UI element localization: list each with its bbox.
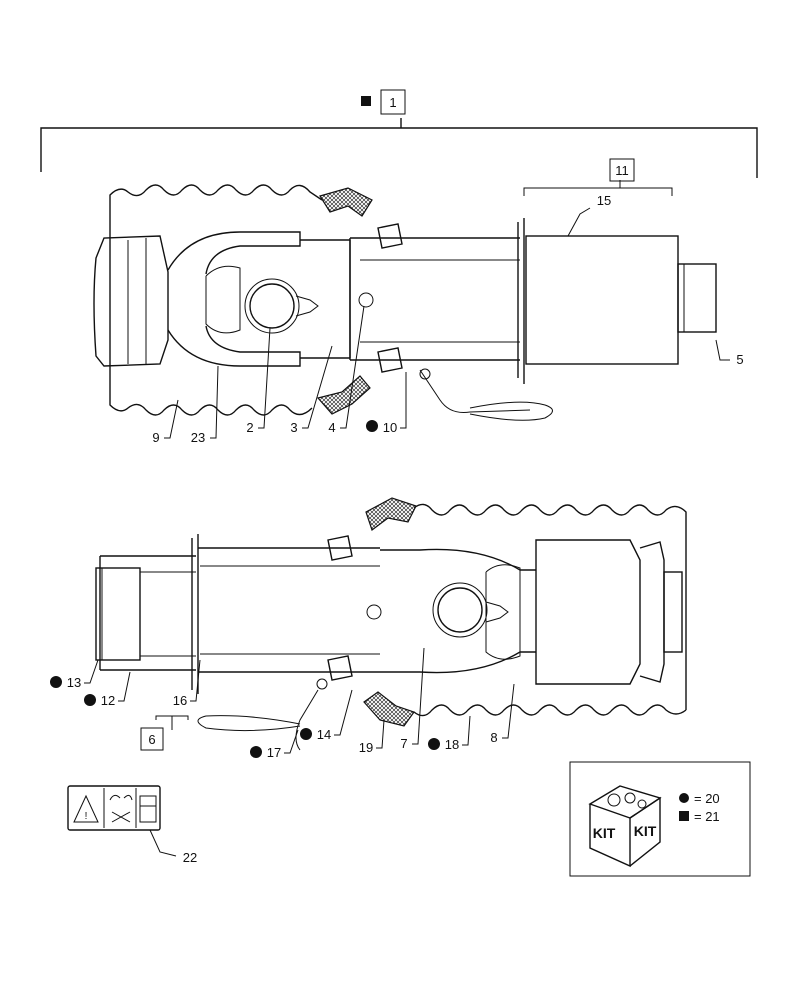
lower-tube-pin-hole <box>366 604 382 620</box>
yoke-body <box>167 231 351 367</box>
assembly-bracket: 1 <box>40 89 758 178</box>
circle-marker-14 <box>300 728 312 740</box>
shield-guard-icon <box>139 795 157 823</box>
outer-tube <box>525 235 679 365</box>
lower-bearing-ring-top <box>327 535 353 561</box>
callout-17: 17 <box>267 745 281 760</box>
callout-13: 13 <box>67 675 81 690</box>
guard-cone-bottom <box>316 375 371 415</box>
grease-fitting <box>295 295 319 317</box>
callout-6: 6 <box>148 732 155 747</box>
upper-guard-outline <box>109 184 323 416</box>
circle-marker-10 <box>366 420 378 432</box>
lower-yoke-body <box>380 548 536 674</box>
callout-box-11[interactable] <box>609 158 635 182</box>
inner-tube <box>349 237 520 361</box>
svg-text:!: ! <box>85 811 88 822</box>
upper-callouts: 5 9 23 2 3 4 10 <box>152 305 744 445</box>
legend-square-marker <box>679 811 689 821</box>
bearing-ring-bottom <box>377 347 403 373</box>
circle-marker-18 <box>428 738 440 750</box>
callout-3: 3 <box>290 420 297 435</box>
cross-bearing <box>249 283 295 329</box>
legend-circle-marker <box>679 793 689 803</box>
callout-16: 16 <box>173 693 187 708</box>
callout-8: 8 <box>490 730 497 745</box>
kit-legend-box <box>569 761 751 877</box>
kit-box-top <box>588 785 662 819</box>
callout-14: 14 <box>317 727 331 742</box>
item-11-bracket: 11 15 <box>523 158 673 237</box>
lower-callouts: 13 12 16 6 17 14 19 7 18 8 <box>50 647 515 760</box>
legend-square-text: = 21 <box>694 809 720 824</box>
upper-driveline-half <box>93 184 717 421</box>
tube-pin-hole <box>358 292 374 308</box>
lower-cross-bearing <box>437 587 483 633</box>
lower-driveline-half <box>95 497 687 727</box>
lower-grease-fitting <box>485 601 509 623</box>
callout-19: 19 <box>359 740 373 755</box>
callout-15: 15 <box>597 193 611 208</box>
lower-yoke-cap <box>535 539 641 685</box>
warning-decal: ! 22 <box>67 785 197 865</box>
lower-inner-tube <box>99 555 196 671</box>
lower-guard-cone-top <box>365 497 417 531</box>
safety-chain <box>419 369 531 413</box>
callout-box-1[interactable] <box>380 89 406 115</box>
callout-1: 1 <box>389 95 396 110</box>
square-marker <box>361 96 371 106</box>
bearing-ring-top <box>377 223 403 249</box>
callout-2: 2 <box>246 420 253 435</box>
callout-12: 12 <box>101 693 115 708</box>
guard-cone-top <box>319 187 373 217</box>
kit-label-left: KIT <box>593 825 616 841</box>
callout-23: 23 <box>191 430 205 445</box>
callout-22: 22 <box>183 850 197 865</box>
circle-marker-17 <box>250 746 262 758</box>
callout-5: 5 <box>736 352 743 367</box>
lower-guard-cone-bottom <box>363 691 415 727</box>
callout-9: 9 <box>152 430 159 445</box>
rotating-shaft-icon <box>109 794 133 823</box>
circle-marker-12 <box>84 694 96 706</box>
legend-circle-text: = 20 <box>694 791 720 806</box>
callout-10: 10 <box>383 420 397 435</box>
lower-snap-hook <box>197 715 301 732</box>
shaft-end <box>677 263 717 333</box>
yoke-cap <box>93 235 169 367</box>
kit-label-right: KIT <box>634 823 657 839</box>
callout-box-6[interactable] <box>140 727 164 751</box>
warning-triangle-icon <box>73 794 99 823</box>
snap-hook <box>469 401 553 421</box>
lower-guard-outline <box>413 503 687 717</box>
lower-shaft-end <box>95 567 141 661</box>
callout-4: 4 <box>328 420 335 435</box>
callout-18: 18 <box>445 737 459 752</box>
callout-11: 11 <box>615 163 629 178</box>
kit-legend: KIT KIT = 20 = 21 <box>569 761 751 877</box>
circle-marker-13 <box>50 676 62 688</box>
lower-bearing-ring-bottom <box>327 655 353 681</box>
callout-7: 7 <box>400 736 407 751</box>
